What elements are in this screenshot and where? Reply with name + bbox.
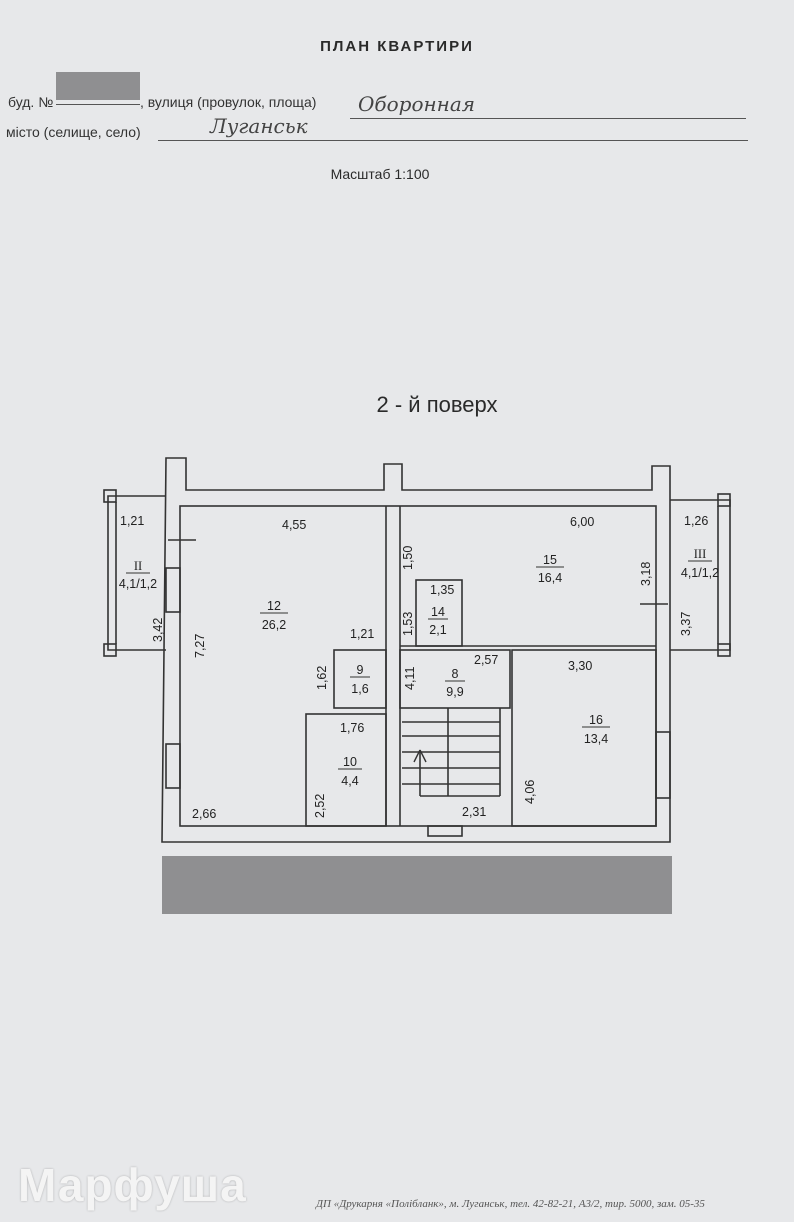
printer-imprint: ДП «Друкарня «Полібланк», м. Луганськ, т… (316, 1198, 705, 1210)
room-number: III (694, 547, 707, 561)
stair-arrow-icon (413, 749, 427, 763)
document-title: ПЛАН КВАРТИРИ (320, 38, 474, 55)
street-underline (350, 118, 746, 119)
dimension-label: 1,53 (401, 612, 415, 636)
dimension-label: 2,57 (474, 653, 498, 667)
city-underline (158, 140, 748, 141)
dimension-label: 2,52 (313, 794, 327, 818)
floor-title: 2 - й поверх (376, 392, 498, 417)
dimension-label: 4,11 (403, 667, 417, 690)
room-area: 16,4 (538, 571, 562, 585)
scale-label: Масштаб 1:100 (330, 166, 430, 182)
dimension-label: 7,27 (193, 634, 207, 658)
room-number: 10 (343, 755, 357, 769)
dimension-label: 1,50 (401, 546, 415, 570)
room-number: 14 (431, 605, 445, 619)
city-label: місто (селище, село) (6, 124, 141, 140)
room-number: II (134, 559, 142, 573)
room-area: 26,2 (262, 618, 286, 632)
dimension-label: 3,18 (639, 562, 653, 586)
room-number: 12 (267, 599, 281, 613)
dimension-label: 4,55 (282, 518, 306, 532)
dimension-label: 4,06 (523, 780, 537, 804)
dimension-label: 2,66 (192, 807, 216, 821)
room-area: 9,9 (446, 685, 463, 699)
plan-rooms: II 4,1/1,2 12 26,2 15 16,4 III 4,1/1,2 1… (119, 547, 719, 788)
dimension-label: 2,31 (462, 805, 486, 819)
plan-dimensions: 1,21 4,55 6,00 1,26 1,50 1,35 1,53 3,18 … (120, 514, 708, 821)
dimension-label: 1,76 (340, 721, 364, 735)
room-area: 4,4 (341, 774, 358, 788)
building-number-redaction (56, 72, 140, 100)
room-number: 9 (357, 663, 364, 677)
dimension-label: 6,00 (570, 515, 594, 529)
dimension-label: 1,21 (120, 514, 144, 528)
city-value: Луганськ (210, 114, 308, 138)
dimension-label: 3,30 (568, 659, 592, 673)
room-number: 15 (543, 553, 557, 567)
dimension-label: 1,26 (684, 514, 708, 528)
watermark: Марфуша (18, 1159, 247, 1211)
address-redaction (162, 856, 672, 914)
dimension-label: 1,35 (430, 583, 454, 597)
street-label: , вулиця (провулок, площа) (140, 94, 317, 110)
dimension-label: 1,21 (350, 627, 374, 641)
room-area: 13,4 (584, 732, 608, 746)
room-area: 1,6 (351, 682, 368, 696)
room-area: 2,1 (429, 623, 446, 637)
dimension-label: 3,42 (151, 618, 165, 642)
room-number: 16 (589, 713, 603, 727)
room-number: 8 (452, 667, 459, 681)
street-value: Оборонная (358, 92, 476, 116)
dimension-label: 1,62 (315, 666, 329, 690)
room-area: 4,1/1,2 (119, 577, 157, 591)
room-area: 4,1/1,2 (681, 566, 719, 580)
plan-walls (103, 457, 731, 843)
outer-wall (161, 457, 671, 843)
building-label: буд. № (8, 94, 54, 110)
dimension-label: 3,37 (679, 612, 693, 636)
building-underline (56, 104, 140, 105)
